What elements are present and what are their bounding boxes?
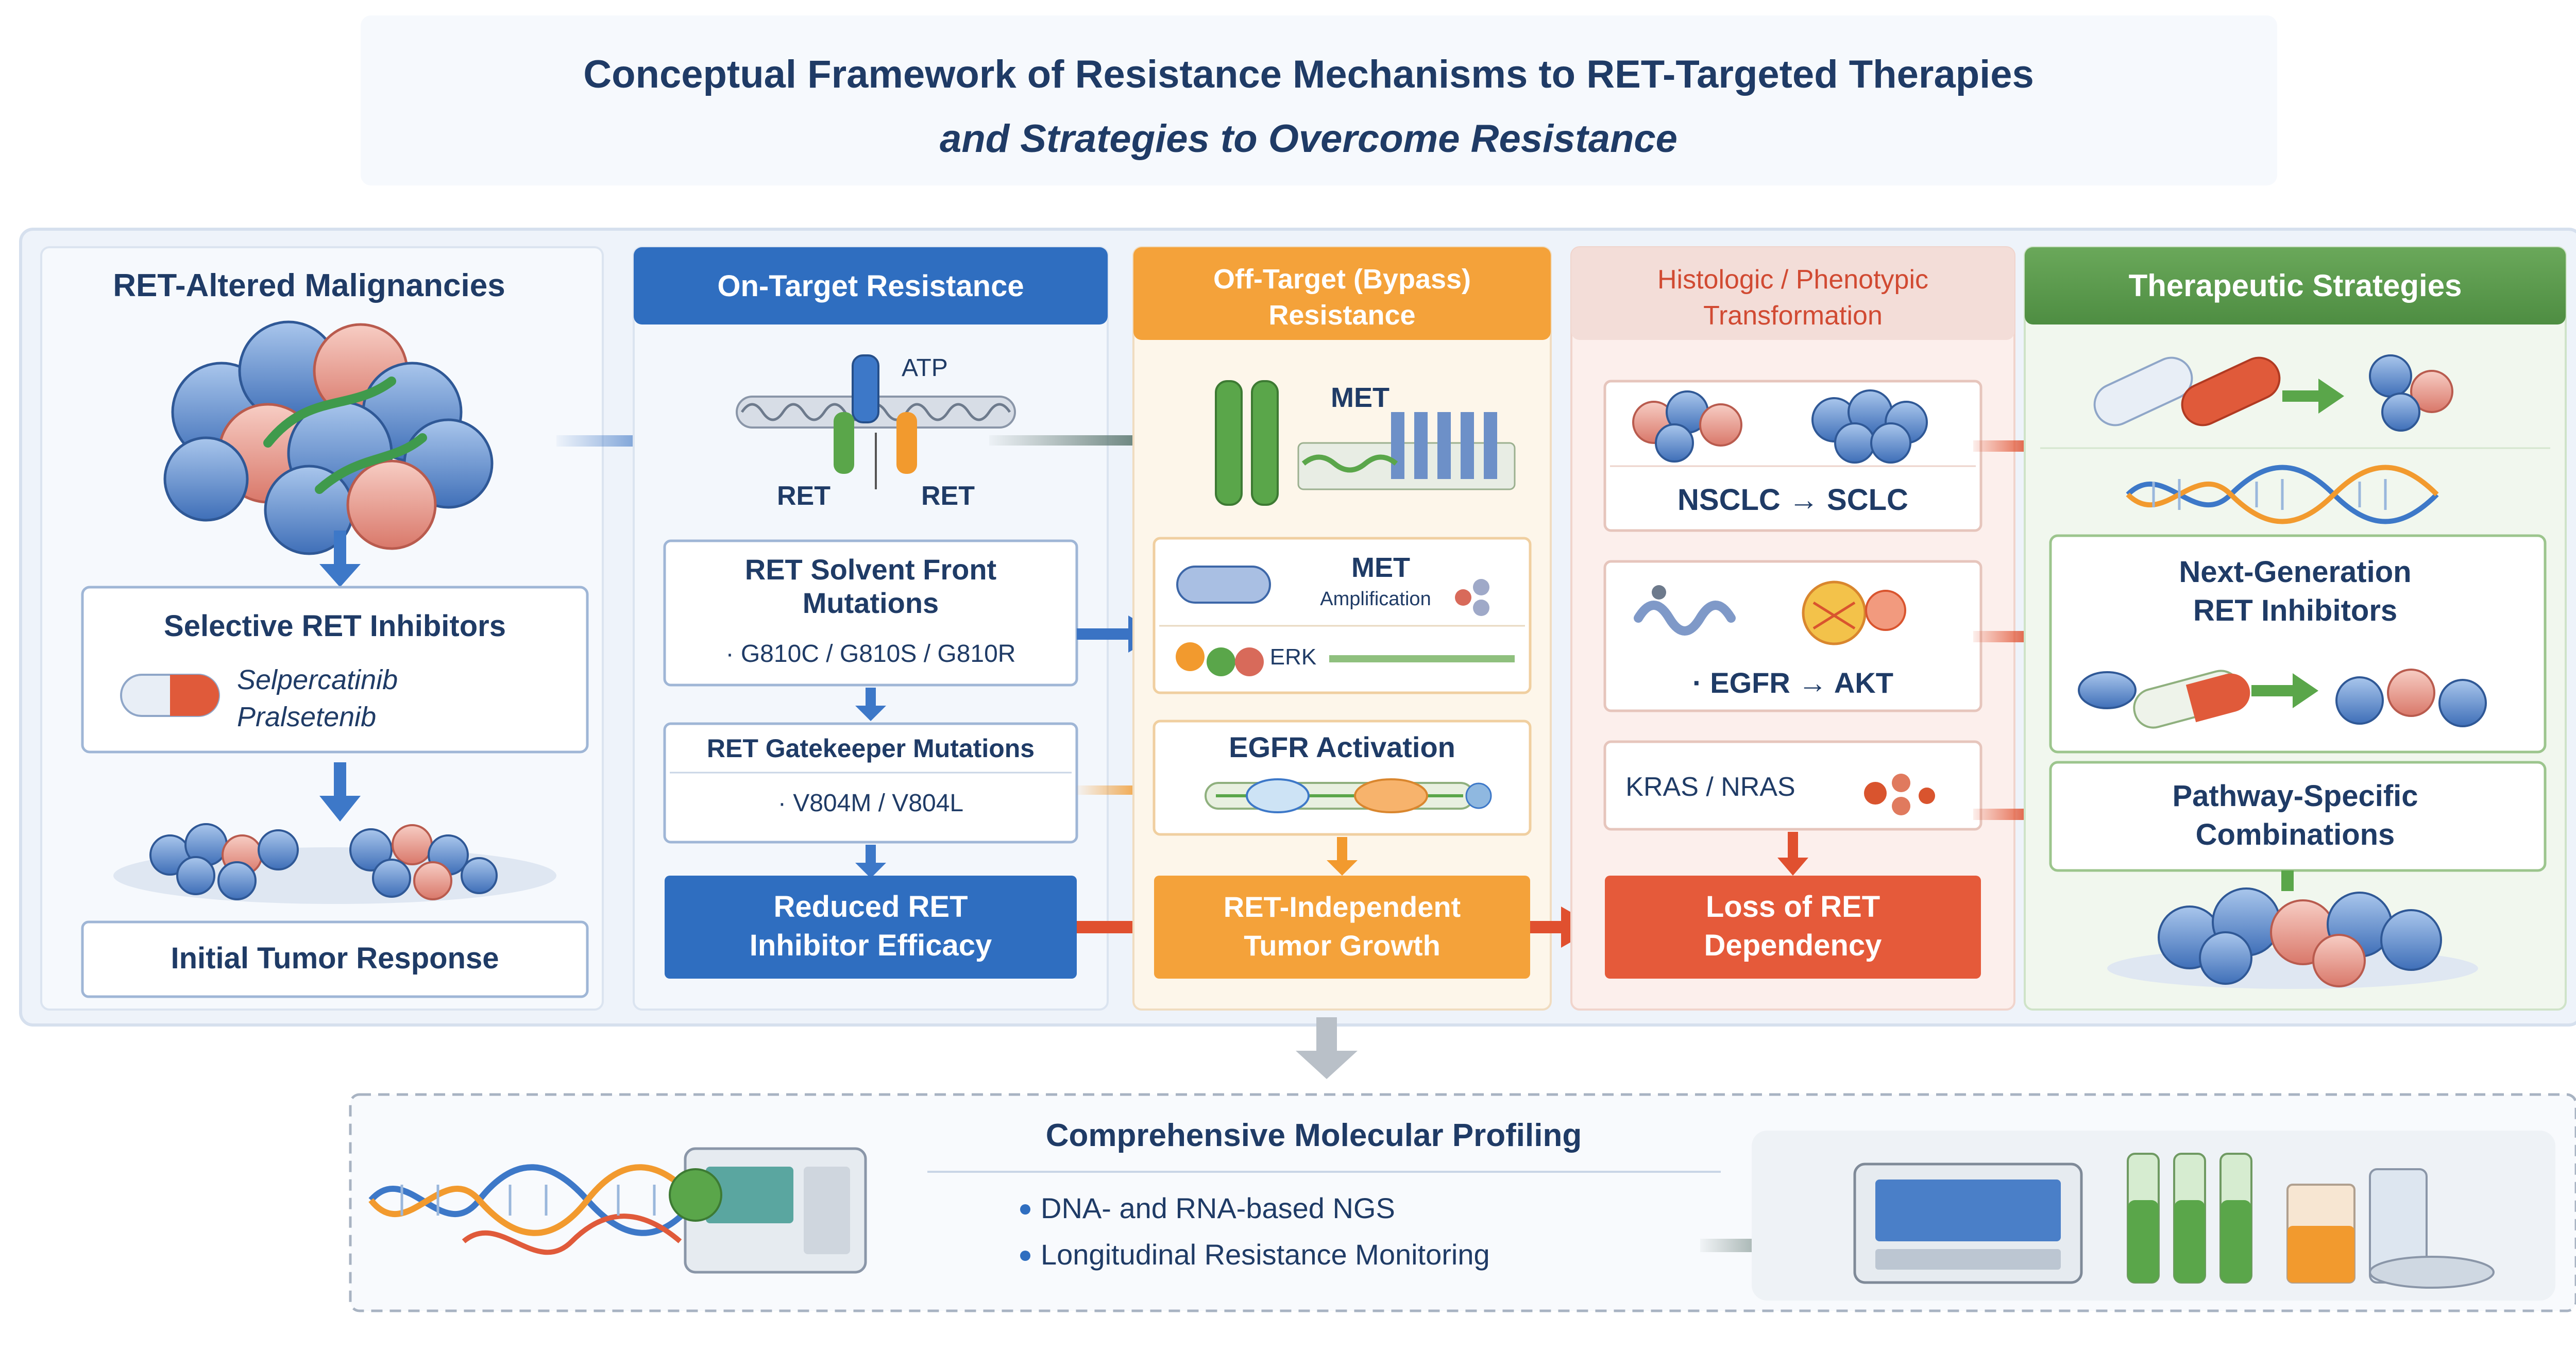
pathway-combinations-box xyxy=(2049,761,2547,872)
mutation-molecules-icon xyxy=(1864,774,1935,815)
column-therapeutic-header: Therapeutic Strategies xyxy=(2129,268,2462,303)
ret-label-right: RET xyxy=(921,481,975,511)
loss-of-ret-box xyxy=(1605,876,1981,979)
arrow-down-icon xyxy=(1296,1017,1358,1079)
solvent-front-title-1: RET Solvent Front xyxy=(745,553,996,586)
ret-independent-line-1: RET-Independent xyxy=(1224,891,1461,923)
egfr-akt-icon xyxy=(1634,580,1906,645)
column-histologic-header-bar xyxy=(1571,247,2014,340)
column-off-target-header-2: Resistance xyxy=(1268,300,1415,331)
bullet-dot xyxy=(1020,1251,1030,1261)
met-receptor-icon xyxy=(1215,380,1516,506)
molecule-icon xyxy=(1455,579,1489,616)
column-therapeutic: Therapeutic Strategies Next-Generation R… xyxy=(2024,246,2567,1011)
dna-sequencer-icon xyxy=(368,1147,867,1274)
ret-receptor-icon xyxy=(736,354,1016,489)
capsule-icon xyxy=(1176,566,1271,604)
shrunken-tumor-icon xyxy=(113,823,556,904)
profiling-bullet-2: Longitudinal Resistance Monitoring xyxy=(1041,1238,1490,1271)
nsclc-cells-icon xyxy=(1632,390,1742,463)
gatekeeper-mutations: · V804M / V804L xyxy=(778,790,963,817)
egfr-receptor-icon xyxy=(1205,778,1492,813)
bullet-dot xyxy=(1020,1204,1030,1215)
ret-independent-box xyxy=(1154,876,1530,979)
molecular-profiling-title: Comprehensive Molecular Profiling xyxy=(1046,1118,1582,1153)
nsclc-sclc-label: NSCLC → SCLC xyxy=(1677,483,1908,517)
solvent-front-box xyxy=(663,539,1078,687)
next-gen-line-1: Next-Generation xyxy=(2179,555,2411,589)
column-ret-altered-header: RET-Altered Malignancies xyxy=(113,268,505,303)
next-gen-line-2: RET Inhibitors xyxy=(2193,594,2397,627)
arrow-down-icon xyxy=(1777,832,1808,876)
title-area: Conceptual Framework of Resistance Mecha… xyxy=(361,15,2277,185)
column-on-target: On-Target Resistance ATP RET RET RET Sol… xyxy=(633,246,1109,1011)
column-therapeutic-header-bar xyxy=(2025,247,2566,324)
selective-ret-inhibitors-label: Selective RET Inhibitors xyxy=(164,609,506,643)
column-off-target: Off-Target (Bypass) Resistance MET MET A… xyxy=(1132,246,1552,1011)
title-line-2: and Strategies to Overcome Resistance xyxy=(940,117,1677,161)
column-ret-altered: RET-Altered Malignancies Selective RET I… xyxy=(40,246,604,1011)
pathway-line-1: Pathway-Specific xyxy=(2172,779,2418,813)
met-amp-subtitle: Amplification xyxy=(1320,588,1431,610)
erk-label: ERK xyxy=(1270,644,1316,670)
ret-independent-line-2: Tumor Growth xyxy=(1244,929,1440,962)
kras-nras-box xyxy=(1603,740,1982,831)
met-amp-title: MET xyxy=(1351,552,1410,583)
next-gen-drugs-icon xyxy=(2078,669,2487,729)
capsule-icon xyxy=(120,674,220,717)
kras-nras-label: KRAS / NRAS xyxy=(1625,772,1795,802)
reduced-efficacy-line-2: Inhibitor Efficacy xyxy=(750,929,992,962)
solvent-front-mutations: · G810C / G810S / G810R xyxy=(726,640,1016,668)
profiling-bullet-1: DNA- and RNA-based NGS xyxy=(1041,1192,1395,1224)
initial-tumor-response-label: Initial Tumor Response xyxy=(171,942,499,975)
column-histologic-header-2: Transformation xyxy=(1703,301,1883,331)
initial-tumor-response-box xyxy=(81,920,589,998)
tumor-cluster-icon xyxy=(163,320,494,555)
loss-of-ret-line-1: Loss of RET xyxy=(1706,890,1880,924)
pathway-line-2: Combinations xyxy=(2196,818,2395,851)
sclc-cells-icon xyxy=(1811,389,1928,464)
connector-stem xyxy=(2281,870,2294,891)
egfr-activation-title: EGFR Activation xyxy=(1229,731,1455,763)
column-histologic: Histologic / Phenotypic Transformation N… xyxy=(1570,246,2015,1011)
column-off-target-header-bar xyxy=(1133,247,1551,340)
title-line-1: Conceptual Framework of Resistance Mecha… xyxy=(583,53,2034,96)
dna-strand-icon xyxy=(2126,465,2439,524)
drug-combination-icon xyxy=(2093,354,2453,432)
column-on-target-header-bar xyxy=(634,247,1108,324)
erk-molecules-icon xyxy=(1176,642,1264,676)
arrow-down-icon xyxy=(855,688,886,721)
test-tubes-icon xyxy=(2127,1153,2495,1289)
drug-pralsetinib: Pralsetenib xyxy=(237,702,376,732)
column-histologic-header-1: Histologic / Phenotypic xyxy=(1657,265,1928,295)
column-on-target-header: On-Target Resistance xyxy=(717,269,1024,303)
gatekeeper-title: RET Gatekeeper Mutations xyxy=(707,734,1035,763)
gatekeeper-box xyxy=(663,722,1078,844)
reduced-efficacy-line-1: Reduced RET xyxy=(773,890,968,924)
arrow-down-icon xyxy=(1327,837,1358,876)
arrow-down-icon xyxy=(319,762,361,822)
title-background xyxy=(361,15,2277,185)
met-label: MET xyxy=(1331,382,1389,413)
arrow-down-icon xyxy=(319,531,361,587)
loss-of-ret-line-2: Dependency xyxy=(1704,929,1882,962)
solvent-front-title-2: Mutations xyxy=(803,587,939,619)
egfr-akt-label: · EGFR → AKT xyxy=(1692,667,1893,699)
erk-signal-bar xyxy=(1329,655,1515,662)
arrow-down-icon xyxy=(855,845,886,878)
column-off-target-header-1: Off-Target (Bypass) xyxy=(1213,264,1471,295)
ret-label-left: RET xyxy=(777,481,831,511)
drug-selpercatinib: Selpercatinib xyxy=(237,664,398,695)
reduced-efficacy-box xyxy=(665,876,1077,979)
molecular-profiling-section: Comprehensive Molecular Profiling DNA- a… xyxy=(349,1093,2576,1312)
treated-cells-icon xyxy=(2107,887,2478,989)
atp-label: ATP xyxy=(902,354,948,382)
